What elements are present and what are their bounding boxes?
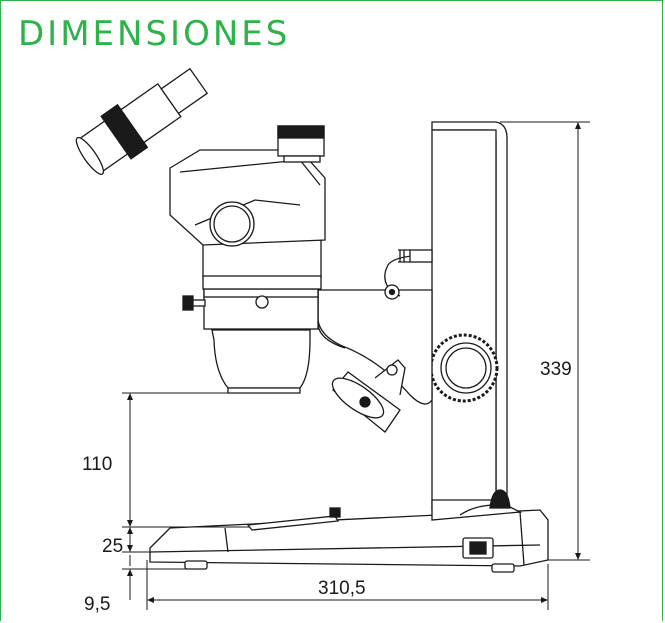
base-plate — [149, 509, 549, 567]
dim-label-110: 110 — [82, 454, 112, 475]
objective-housing — [211, 329, 311, 389]
head-body — [169, 149, 326, 246]
dimension-lines — [122, 121, 590, 610]
dim-label-339: 339 — [540, 359, 572, 380]
stage-clip — [246, 515, 340, 531]
lock-screw — [182, 295, 194, 311]
page-title: DIMENSIONES — [18, 14, 291, 54]
dim-label-310-5: 310,5 — [318, 578, 366, 599]
dim-label-9-5: 9,5 — [84, 594, 110, 615]
dim-label-25: 25 — [102, 536, 123, 557]
eyepiece-tube — [75, 67, 209, 175]
base-foot-right — [491, 563, 515, 573]
microscope-illustration — [75, 67, 549, 573]
base-foot-left — [184, 560, 208, 570]
